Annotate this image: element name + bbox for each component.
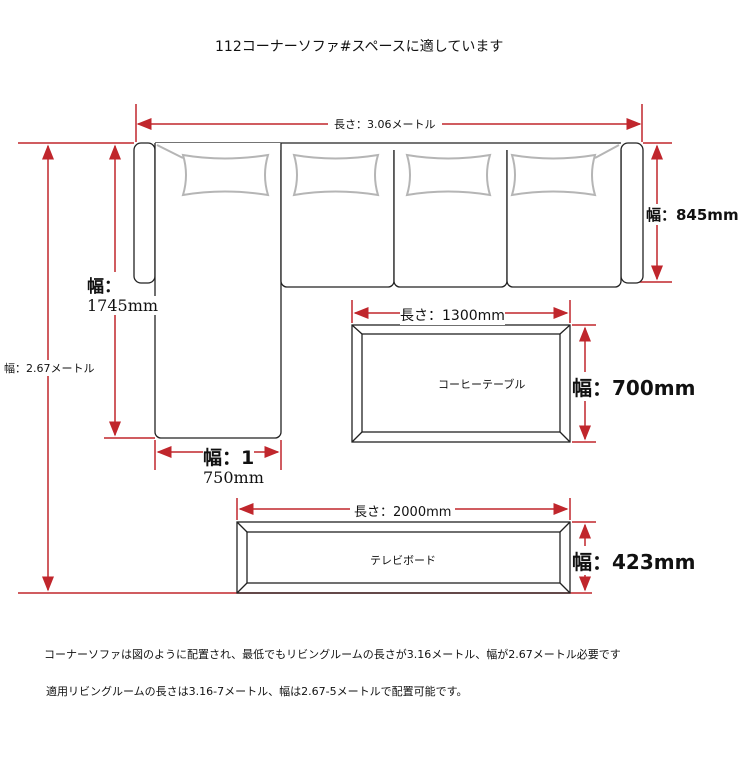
- back-depth-label: 幅：845mm: [646, 204, 739, 225]
- tv-board: [236, 521, 571, 594]
- chaise-width-label: 幅：1: [203, 443, 255, 470]
- chaise-length-value: 1745mm: [87, 296, 159, 315]
- cushions: [156, 144, 620, 197]
- page-title: 112コーナーソファ#スペースに適しています: [215, 39, 504, 55]
- coffee-length-label: 長さ：1300mm: [400, 305, 505, 325]
- note-applicable-room: 適用リビングルームの長さは3.16-7メートル、幅は2.67-5メートルで配置可…: [46, 685, 468, 698]
- chaise-width-value: 750mm: [203, 468, 264, 487]
- corner-sofa: [133, 142, 644, 439]
- coffee-table-label: コーヒーテーブル: [438, 378, 526, 391]
- chaise-length-label: 幅：: [87, 272, 121, 297]
- coffee-table: [351, 324, 571, 443]
- overall-length-label: 長さ：3.06メートル: [328, 116, 442, 132]
- coffee-width-label: 幅：700mm: [572, 372, 696, 401]
- tv-width-label: 幅：423mm: [572, 546, 696, 575]
- overall-width-label: 幅：2.67メートル: [4, 360, 95, 376]
- tv-length-label: 長さ：2000mm: [350, 501, 456, 520]
- tv-board-label: テレビボード: [370, 554, 436, 567]
- note-minimum-room: コーナーソファは図のように配置され、最低でもリビングルームの長さが3.16メート…: [44, 648, 621, 661]
